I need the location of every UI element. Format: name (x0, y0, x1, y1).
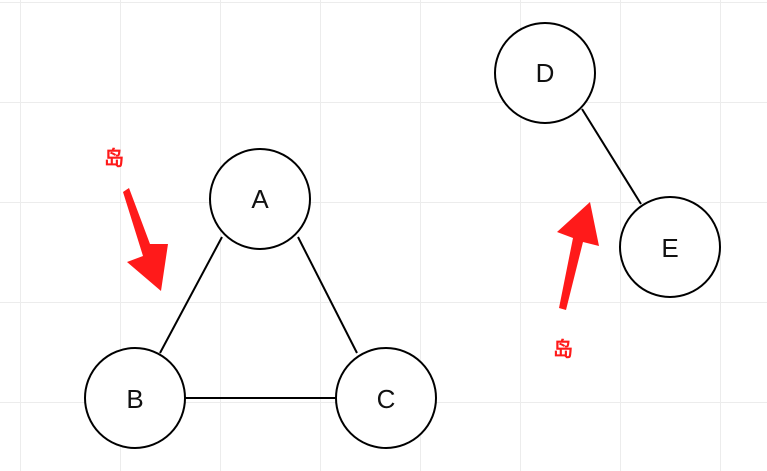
node-c-label: C (377, 384, 396, 414)
node-b-label: B (126, 384, 143, 414)
edge-a-b (159, 236, 223, 354)
node-a: A (209, 148, 311, 250)
node-c: C (335, 347, 437, 449)
node-d: D (494, 22, 596, 124)
node-a-label: A (251, 184, 269, 214)
annotation-right-label: 岛 (553, 337, 573, 361)
node-b: B (84, 347, 186, 449)
annotation-right-arrow-icon (557, 202, 599, 310)
node-e: E (619, 196, 721, 298)
node-d-label: D (536, 58, 555, 88)
annotation-left-label: 岛 (104, 146, 124, 170)
node-e-label: E (661, 233, 678, 263)
edge-a-c (297, 236, 358, 354)
edge-d-e (581, 108, 642, 205)
annotation-left-arrow-icon (123, 188, 168, 291)
